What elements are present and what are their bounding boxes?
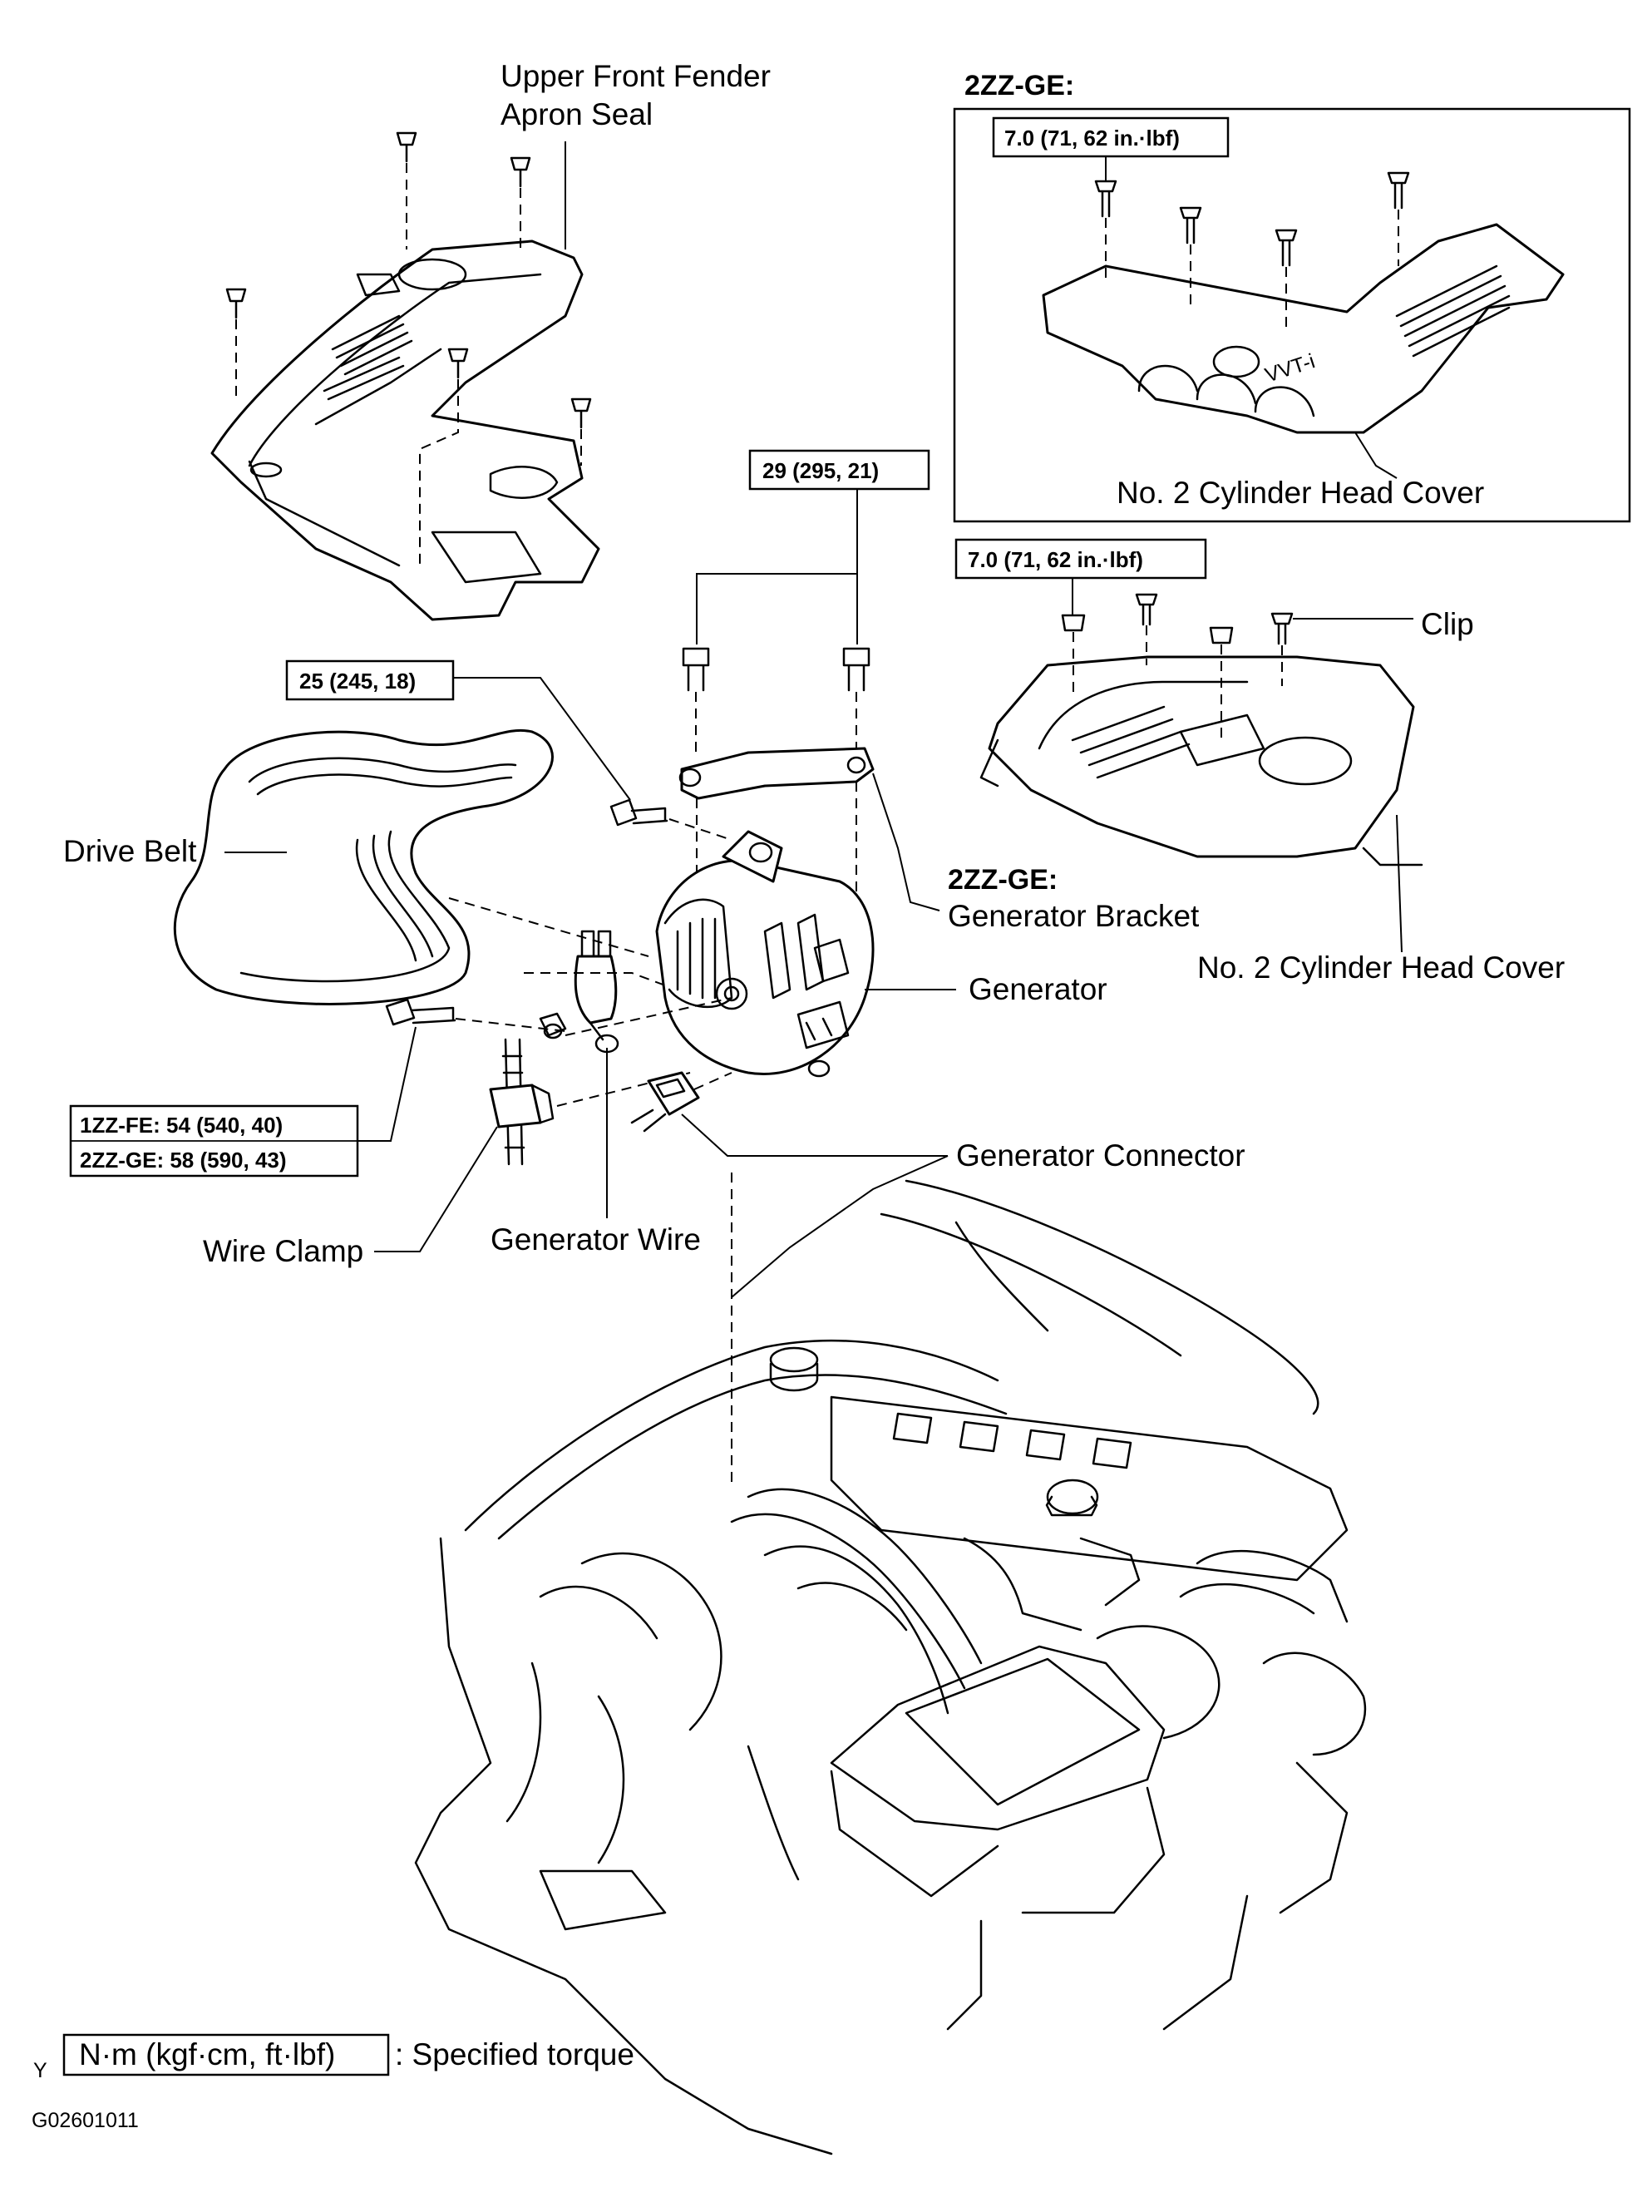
leader-generator-connector [681, 1113, 948, 1157]
upper-fender-apron-seal [210, 239, 600, 621]
label-inset-cover: No. 2 Cylinder Head Cover [1117, 476, 1484, 510]
leader-bracket-torque [696, 489, 858, 644]
figure-code: G02601011 [32, 2109, 139, 2132]
adjust-torque-2zz: 2ZZ-GE: 58 (590, 43) [80, 1148, 287, 1173]
cover-torque-box [954, 538, 1207, 580]
generator-connector [630, 1071, 732, 1489]
inset-head-cover: VVT-i [1042, 223, 1565, 434]
leader-adjust-torque [358, 1026, 417, 1142]
legend-torque-box [62, 2033, 390, 2076]
label-generator-wire: Generator Wire [491, 1222, 701, 1257]
legend-torque-units: N·m (kgf·cm, ft·lbf) [79, 2037, 335, 2071]
leader-head-cover [1396, 814, 1403, 953]
inset-frame [953, 107, 1631, 523]
label-clip: Clip [1421, 607, 1474, 641]
label-generator-connector: Generator Connector [956, 1138, 1245, 1173]
y-mark: Y [33, 2059, 47, 2082]
inset-torque-box [992, 116, 1230, 158]
generator-wire-terminal [539, 930, 619, 1054]
leader-pivot-torque [453, 677, 631, 801]
generator [655, 830, 875, 1078]
pivot-bolt [609, 798, 732, 841]
bracket-torque-value: 29 (295, 21) [762, 458, 879, 483]
leader-bracket [872, 773, 940, 911]
pivot-torque-value: 25 (245, 18) [299, 669, 416, 694]
adjusting-bolt [385, 998, 566, 1032]
bracket-torque-box [748, 449, 930, 491]
drive-belt [173, 728, 554, 1005]
label-generator: Generator [969, 972, 1107, 1006]
leader-wire-clamp [374, 1126, 498, 1252]
adjust-torque-1zz: 1ZZ-FE: 54 (540, 40) [80, 1113, 283, 1138]
cover-torque-value: 7.0 (71, 62 in.·lbf) [968, 547, 1143, 572]
head-cover [979, 655, 1423, 867]
label-wire-clamp: Wire Clamp [203, 1234, 363, 1268]
inset-bolts [1094, 171, 1410, 333]
label-bracket-line2: Generator Bracket [948, 899, 1200, 933]
engine-bay [414, 1179, 1367, 2155]
legend-specified-torque: : Specified torque [395, 2037, 634, 2071]
inset-torque-value: 7.0 (71, 62 in.·lbf) [1004, 126, 1180, 151]
label-upper-fender-line2: Apron Seal [501, 97, 653, 131]
generator-bracket [678, 747, 875, 915]
pivot-torque-box [285, 659, 455, 701]
label-drive-belt: Drive Belt [63, 834, 197, 868]
cover-bolts [1061, 593, 1294, 744]
label-upper-fender-line1: Upper Front Fender [501, 59, 771, 93]
fender-clips [225, 131, 592, 565]
label-head-cover: No. 2 Cylinder Head Cover [1197, 950, 1565, 985]
label-inset-heading: 2ZZ-GE: [964, 70, 1074, 101]
label-bracket-line1: 2ZZ-GE: [948, 864, 1058, 896]
bracket-bolts [682, 647, 870, 757]
wire-clamp [489, 1038, 691, 1166]
leader-inset-cover [1354, 432, 1398, 479]
